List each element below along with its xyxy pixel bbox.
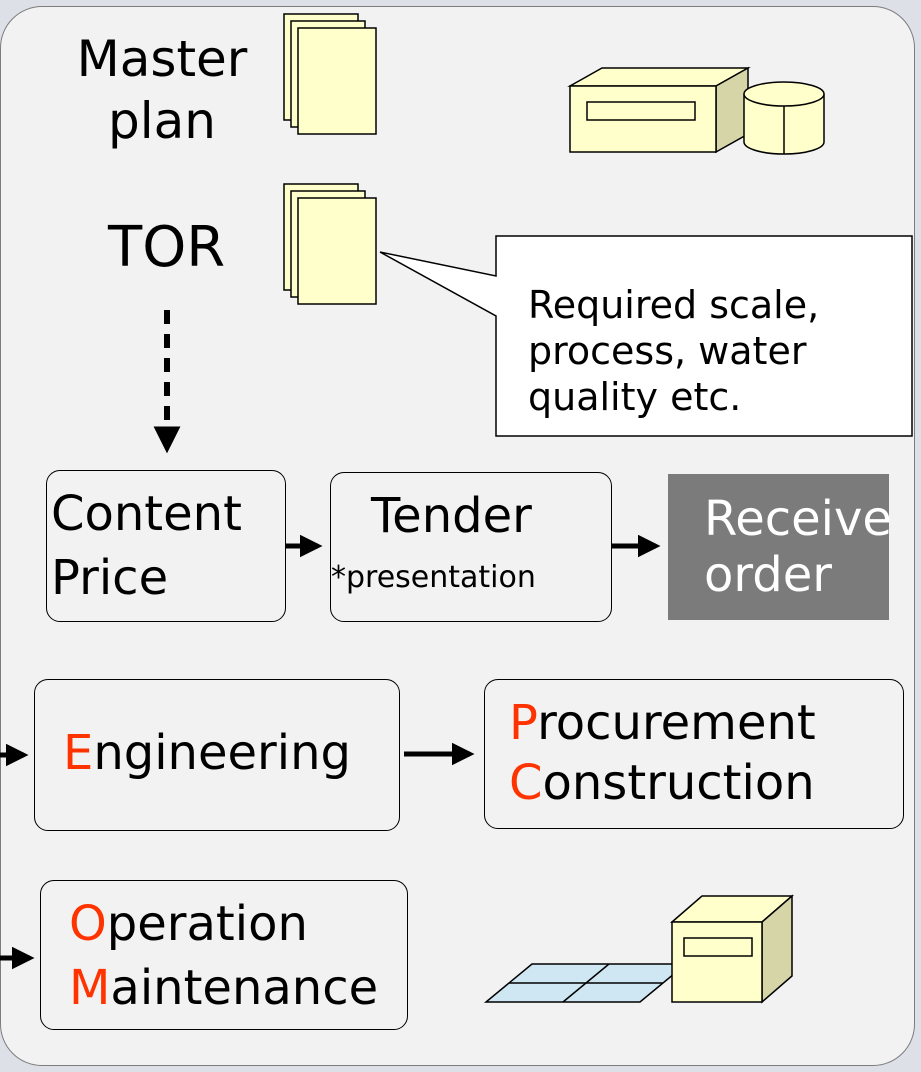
receive-order-box: Receive order (668, 474, 892, 620)
operation-label: Operation (69, 897, 308, 951)
receive-label: Receive (704, 491, 892, 547)
tender-note: *presentation (331, 560, 536, 595)
construction-initial: C (509, 755, 543, 811)
procurement-rest: rocurement (537, 695, 816, 751)
maintenance-rest: aintenance (110, 960, 379, 1016)
tender-label: Tender (371, 488, 532, 544)
construction-rest: onstruction (542, 755, 815, 811)
callout-text: Required scale, process, water quality e… (528, 282, 819, 420)
procurement-construction-box: Procurement Construction (484, 679, 904, 829)
callout-bubble (379, 235, 913, 437)
order-label: order (704, 547, 832, 603)
plant-unit-icon (483, 894, 795, 1004)
price-label: Price (51, 550, 169, 606)
callout-line3: quality etc. (528, 375, 742, 419)
content-label: Content (51, 486, 242, 542)
engineering-label: Engineering (63, 726, 351, 780)
operation-rest: peration (106, 896, 308, 952)
operation-initial: O (69, 896, 107, 952)
engineering-initial: E (63, 725, 94, 781)
operation-maintenance-box: Operation Maintenance (40, 880, 408, 1030)
tor-document-stack-icon (283, 183, 377, 305)
maintenance-label: Maintenance (69, 961, 378, 1015)
engineering-rest: ngineering (93, 725, 351, 781)
master-plan-document-stack-icon (283, 13, 377, 135)
callout-line1: Required scale, (528, 283, 820, 327)
content-price-box: Content Price (46, 470, 286, 622)
maintenance-initial: M (69, 960, 111, 1016)
engineering-box: Engineering (34, 679, 400, 831)
master-plan-label-line1: Master (76, 30, 248, 88)
control-unit-icon (567, 66, 825, 155)
construction-label: Construction (509, 756, 815, 810)
callout-line2: process, water (528, 329, 807, 373)
tor-label: TOR (108, 215, 226, 280)
master-plan-label-line2: plan (108, 92, 216, 150)
procurement-label: Procurement (509, 696, 816, 750)
tender-box: Tender *presentation (330, 472, 612, 622)
procurement-initial: P (509, 695, 538, 751)
master-plan-label: Master plan (62, 28, 262, 152)
